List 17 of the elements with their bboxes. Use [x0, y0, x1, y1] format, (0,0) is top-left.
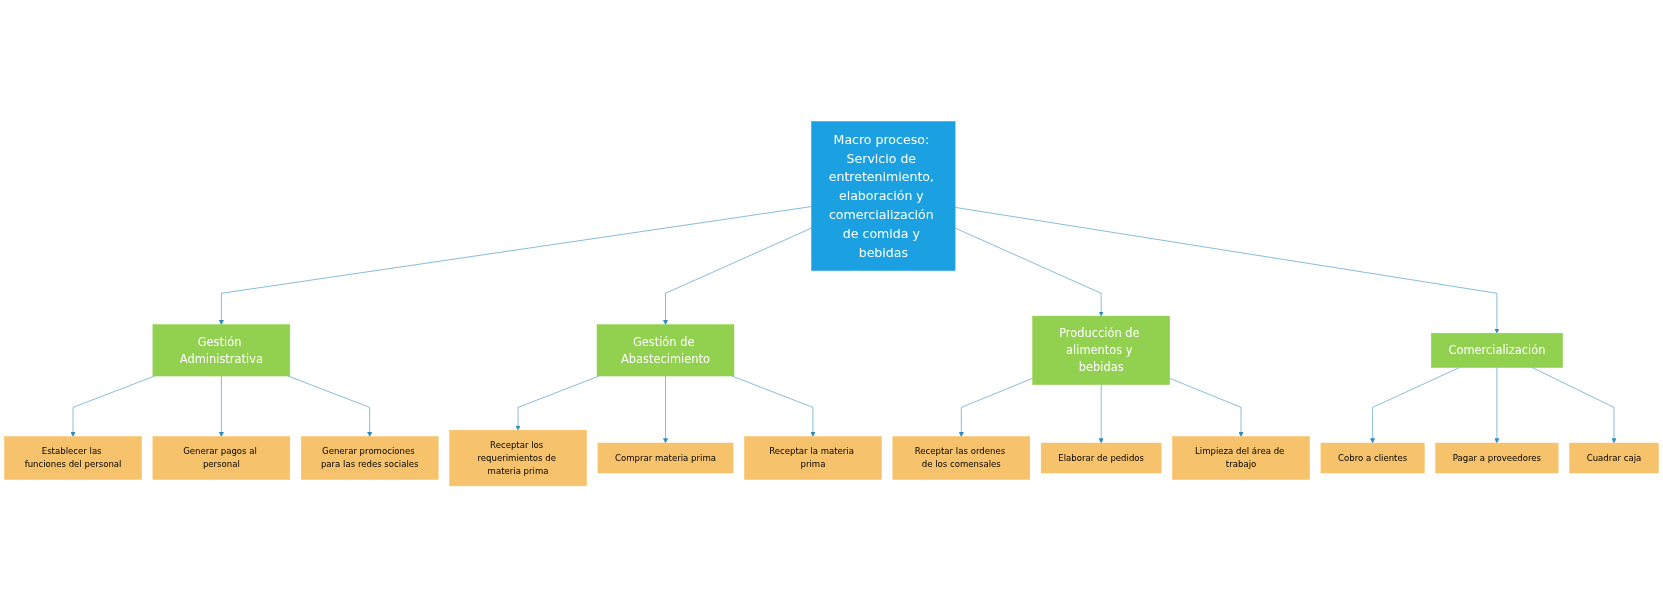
node-box: Cuadrar caja — [1569, 443, 1659, 474]
node-box: Producción de alimentos y bebidas — [1032, 316, 1170, 386]
node-box: Pagar a proveedores — [1435, 443, 1559, 474]
node-box: Receptar los requerimientos de materia prima — [449, 430, 587, 487]
node-box: Macro proceso: Servicio de entretenimiento, elaboración y comercialización de comida y bebidas — [811, 121, 956, 272]
node-box: Generar pagos al personal — [152, 436, 291, 480]
node-box: Limpieza del área de trabajo — [1172, 436, 1310, 480]
node-box: Gestión Administrativa — [152, 324, 291, 377]
node-box: Comprar materia prima — [597, 443, 734, 474]
node-box: Comercialización — [1431, 333, 1563, 369]
node-box: Gestión de Abastecimiento — [596, 324, 735, 377]
node-box: Receptar las ordenes de los comensales — [892, 436, 1031, 480]
node-box: Receptar la materia prima — [744, 436, 882, 480]
node-box: Establecer las funciones del personal — [4, 436, 142, 480]
node-box: Cobro a clientes — [1320, 443, 1425, 474]
node-box: Generar promociones para las redes sociales — [300, 436, 439, 480]
node-box: Elaborar de pedidos — [1040, 443, 1162, 474]
